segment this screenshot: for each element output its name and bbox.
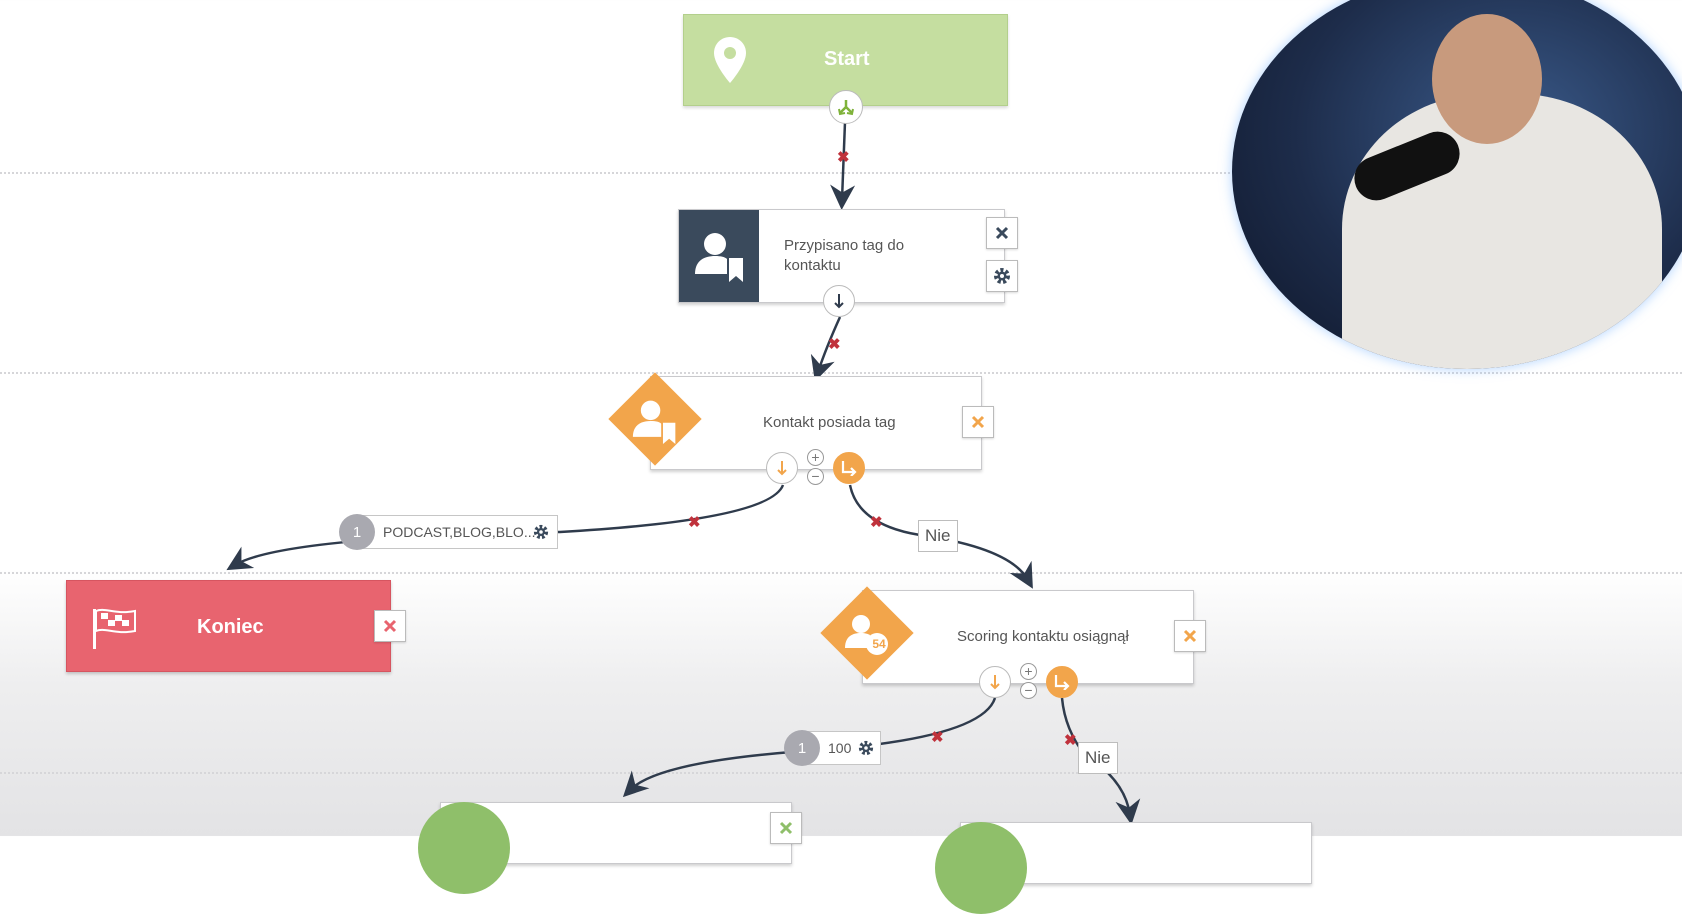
scoring-add-branch-button[interactable]: + bbox=[1020, 663, 1037, 680]
presenter-webcam-overlay bbox=[1232, 0, 1682, 369]
has-tag-yes-port[interactable] bbox=[766, 452, 798, 484]
has-tag-delete-button[interactable] bbox=[962, 406, 994, 438]
lane-guide bbox=[0, 172, 1682, 174]
no-branch-label: Nie bbox=[1078, 742, 1118, 774]
user-score-icon bbox=[845, 615, 888, 655]
close-icon bbox=[971, 415, 985, 429]
checkered-flag-icon bbox=[93, 608, 136, 649]
close-icon bbox=[1183, 629, 1197, 643]
delete-connector-icon[interactable]: ✖ bbox=[1064, 732, 1077, 749]
arrow-down-icon bbox=[990, 675, 1000, 690]
user-tag-icon bbox=[695, 233, 743, 282]
tag-assigned-node[interactable]: Przypisano tag do kontaktu bbox=[678, 209, 1005, 303]
has-tag-remove-branch-button[interactable]: − bbox=[807, 468, 824, 485]
scoring-branch-pill[interactable]: 1 100 bbox=[784, 730, 881, 766]
branch-score-text: 100 bbox=[828, 740, 852, 756]
tag-assigned-label-line2: kontaktu bbox=[784, 257, 841, 274]
has-tag-branch-pill[interactable]: 1 PODCAST,BLOG,BLO... bbox=[339, 514, 558, 550]
branch-tags-text: PODCAST,BLOG,BLO... bbox=[383, 524, 536, 540]
lane-guide bbox=[0, 572, 1682, 574]
tag-assigned-output-port[interactable] bbox=[823, 285, 855, 317]
arrow-down-icon bbox=[777, 461, 787, 476]
delete-connector-icon[interactable]: ✖ bbox=[870, 514, 883, 531]
gear-icon[interactable] bbox=[858, 740, 874, 756]
lane-guide bbox=[0, 772, 1682, 774]
connector-tag-to-condition bbox=[810, 316, 842, 382]
delete-connector-icon[interactable]: ✖ bbox=[828, 336, 841, 353]
branch-count-badge: 1 bbox=[339, 514, 375, 550]
scoring-delete-button[interactable] bbox=[1174, 620, 1206, 652]
split-arrow-icon bbox=[838, 100, 854, 116]
delete-connector-icon[interactable]: ✖ bbox=[688, 514, 701, 531]
turn-right-arrow-icon bbox=[841, 461, 857, 476]
gear-icon bbox=[994, 268, 1010, 284]
tag-assigned-delete-button[interactable] bbox=[986, 217, 1018, 249]
connector-start-to-tag bbox=[830, 121, 856, 210]
delete-connector-icon[interactable]: ✖ bbox=[931, 729, 944, 746]
lane-guide bbox=[0, 372, 1682, 374]
close-icon bbox=[383, 619, 397, 633]
close-icon bbox=[779, 821, 793, 835]
arrow-down-icon bbox=[834, 294, 844, 309]
turn-right-arrow-icon bbox=[1054, 675, 1070, 690]
scoring-badge: 54 bbox=[872, 637, 886, 651]
user-tag-icon bbox=[632, 400, 676, 444]
end-node[interactable]: Koniec bbox=[66, 580, 391, 672]
presenter-head bbox=[1432, 14, 1542, 144]
start-label: Start bbox=[824, 48, 870, 70]
has-tag-add-branch-button[interactable]: + bbox=[807, 449, 824, 466]
branch-count-badge: 1 bbox=[784, 730, 820, 766]
bottom-node-left-circle bbox=[418, 802, 510, 894]
scoring-yes-port[interactable] bbox=[979, 666, 1011, 698]
delete-connector-icon[interactable]: ✖ bbox=[837, 149, 850, 166]
start-output-port[interactable] bbox=[829, 90, 863, 124]
tag-assigned-settings-button[interactable] bbox=[986, 260, 1018, 292]
map-pin-icon bbox=[714, 37, 746, 83]
has-tag-label: Kontakt posiada tag bbox=[763, 414, 896, 431]
no-branch-label: Nie bbox=[918, 520, 958, 552]
tag-assigned-label-line1: Przypisano tag do bbox=[784, 237, 905, 254]
end-delete-button[interactable] bbox=[374, 610, 406, 642]
gear-icon[interactable] bbox=[533, 524, 549, 540]
tag-assigned-icon-tile bbox=[679, 210, 759, 302]
bottom-node-left-delete-button[interactable] bbox=[770, 812, 802, 844]
scoring-remove-branch-button[interactable]: − bbox=[1020, 682, 1037, 699]
end-label: Koniec bbox=[197, 616, 264, 638]
scoring-no-port[interactable] bbox=[1046, 666, 1078, 698]
has-tag-no-port[interactable] bbox=[833, 452, 865, 484]
close-icon bbox=[995, 226, 1009, 240]
scoring-label: Scoring kontaktu osiągnął bbox=[957, 628, 1129, 645]
